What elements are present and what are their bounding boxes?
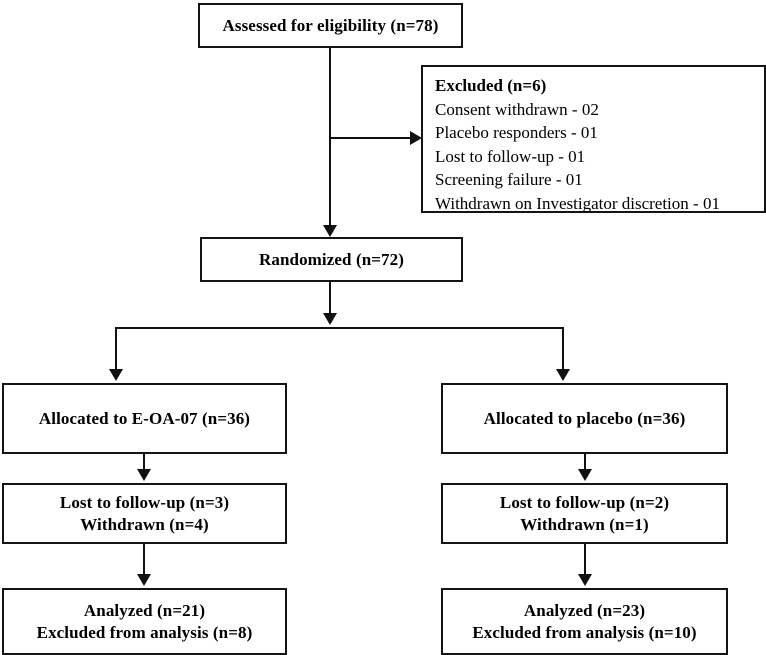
analyzed-treatment-count: Analyzed (n=21): [83, 600, 206, 620]
excluded-reason-screening-failure: Screening failure - 01: [435, 170, 583, 189]
followup-placebo-lost: Lost to follow-up (n=2): [499, 492, 670, 512]
followup-placebo-withdrawn: Withdrawn (n=1): [520, 514, 649, 534]
node-allocated-treatment: Allocated to E-OA-07 (n=36): [2, 383, 287, 454]
arrowhead-to-excluded: [410, 131, 422, 145]
excluded-reason-consent-withdrawn: Consent withdrawn - 02: [435, 99, 599, 119]
connector-randomized-to-split: [329, 281, 331, 315]
node-allocated-placebo: Allocated to placebo (n=36): [441, 383, 728, 454]
excluded-heading: Excluded (n=6): [435, 76, 547, 95]
arrowhead-followup-placebo: [578, 469, 592, 481]
connector-split-to-allocated-placebo: [562, 327, 564, 371]
arrowhead-followup-treatment: [137, 469, 151, 481]
excluded-reason-lost-to-follow-up: Lost to follow-up - 01: [435, 146, 586, 166]
analyzed-placebo-excluded: Excluded from analysis (n=10): [472, 622, 697, 642]
split-bar: [115, 327, 564, 329]
node-followup-placebo: Lost to follow-up (n=2) Withdrawn (n=1): [441, 483, 728, 544]
arrowhead-to-randomized: [323, 225, 337, 237]
node-assessed-for-eligibility: Assessed for eligibility (n=78): [198, 3, 463, 48]
node-excluded: Excluded (n=6) Consent withdrawn - 02 Pl…: [421, 65, 766, 213]
connector-split-to-allocated-treatment: [115, 327, 117, 371]
allocated-treatment-label: Allocated to E-OA-07 (n=36): [38, 408, 251, 428]
arrowhead-randomized-split: [323, 313, 337, 325]
node-followup-treatment: Lost to follow-up (n=3) Withdrawn (n=4): [2, 483, 287, 544]
excluded-reason-investigator-discretion: Withdrawn on Investigator discretion - 0…: [435, 193, 720, 213]
allocated-placebo-label: Allocated to placebo (n=36): [483, 408, 686, 428]
followup-treatment-withdrawn: Withdrawn (n=4): [80, 514, 209, 534]
connector-to-excluded: [330, 137, 413, 139]
arrowhead-allocated-treatment: [109, 369, 123, 381]
arrowhead-analyzed-treatment: [137, 574, 151, 586]
analyzed-treatment-excluded: Excluded from analysis (n=8): [36, 622, 253, 642]
excluded-reason-placebo-responders: Placebo responders - 01: [435, 123, 598, 142]
followup-treatment-lost: Lost to follow-up (n=3): [59, 492, 230, 512]
connector-followup-to-analyzed-treatment: [143, 543, 145, 575]
connector-followup-to-analyzed-placebo: [584, 543, 586, 575]
connector-allocated-to-followup-placebo: [584, 453, 586, 471]
assessed-label: Assessed for eligibility (n=78): [222, 15, 439, 35]
node-analyzed-treatment: Analyzed (n=21) Excluded from analysis (…: [2, 588, 287, 655]
arrowhead-analyzed-placebo: [578, 574, 592, 586]
arrowhead-allocated-placebo: [556, 369, 570, 381]
node-randomized: Randomized (n=72): [200, 237, 463, 282]
randomized-label: Randomized (n=72): [258, 249, 405, 269]
connector-allocated-to-followup-treatment: [143, 453, 145, 471]
analyzed-placebo-count: Analyzed (n=23): [523, 600, 646, 620]
node-analyzed-placebo: Analyzed (n=23) Excluded from analysis (…: [441, 588, 728, 655]
